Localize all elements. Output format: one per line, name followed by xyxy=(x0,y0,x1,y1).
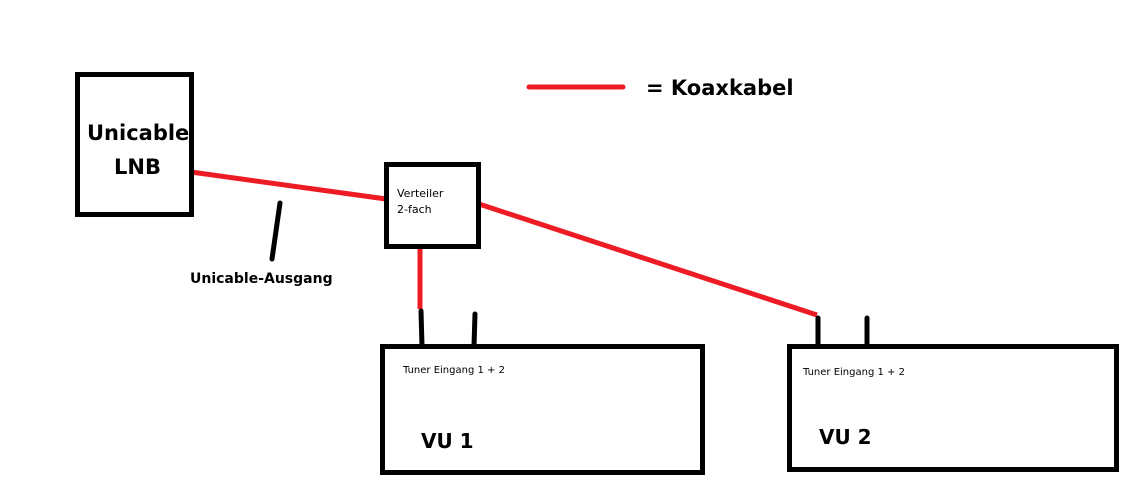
coax-lnb-to-splitter xyxy=(190,169,387,202)
legend-label: = Koaxkabel xyxy=(646,76,794,100)
receiver-vu1-box: Tuner Eingang 1 + 2 VU 1 xyxy=(380,344,705,475)
vu2-name: VU 2 xyxy=(819,425,872,449)
output-pointer-line xyxy=(269,200,283,262)
lnb-label-line2: LNB xyxy=(114,155,161,179)
vu2-tuner-label: Tuner Eingang 1 + 2 xyxy=(803,367,905,378)
splitter-label-line1: Verteiler xyxy=(397,187,444,200)
splitter-box: Verteiler 2-fach xyxy=(384,162,481,249)
vu1-tuner-label: Tuner Eingang 1 + 2 xyxy=(403,365,505,376)
receiver-vu2-box: Tuner Eingang 1 + 2 VU 2 xyxy=(787,344,1119,472)
coax-splitter-to-vu2 xyxy=(478,201,818,318)
vu1-name: VU 1 xyxy=(421,429,474,453)
unicable-lnb-box: Unicable LNB xyxy=(75,72,194,217)
vu1-tuner-connector-1 xyxy=(418,308,425,349)
lnb-label-line1: Unicable xyxy=(87,121,190,145)
unicable-output-label: Unicable-Ausgang xyxy=(190,271,333,287)
vu1-tuner-connector-2 xyxy=(471,311,478,349)
splitter-label-line2: 2-fach xyxy=(397,203,432,216)
